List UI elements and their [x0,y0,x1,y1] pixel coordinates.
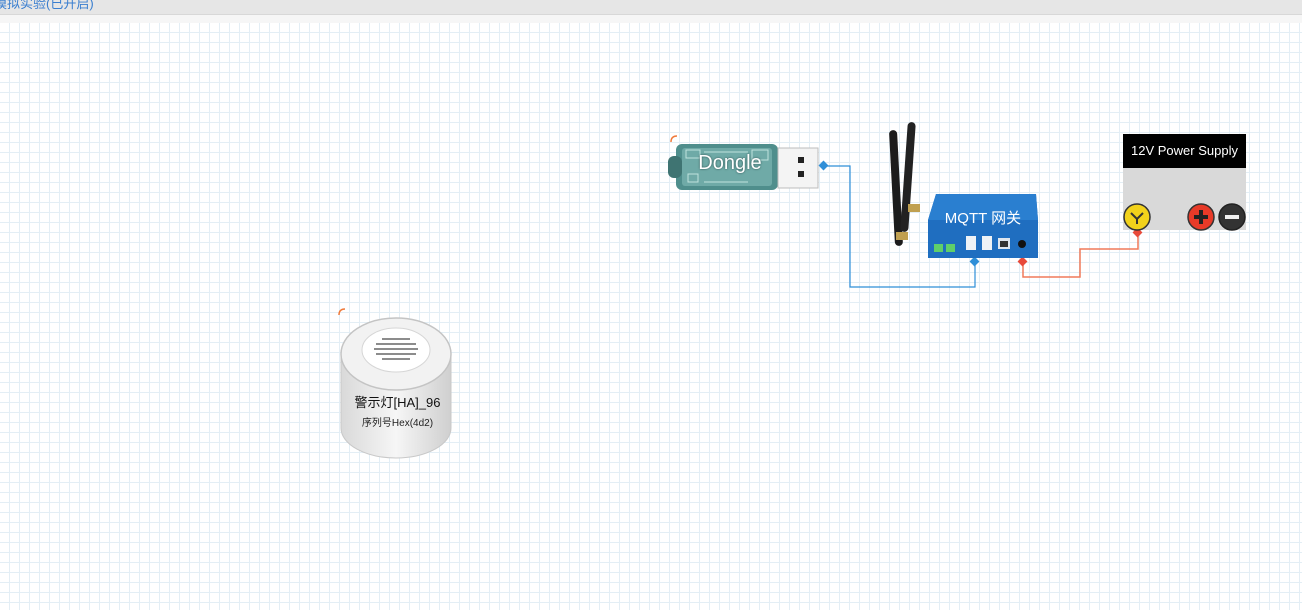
gateway-data-port [969,256,980,267]
gateway-power-port [1017,256,1028,267]
power-supply-title: 12V Power Supply [1123,134,1246,168]
ground-terminal-icon [1123,203,1151,231]
power-wire [1022,233,1139,278]
page-title: 模拟实验(已开启) [0,0,94,11]
power-supply-icon[interactable]: 12V Power Supply [1123,134,1246,231]
usb-dongle-icon[interactable] [668,140,820,194]
dongle-port [818,160,829,171]
dongle-selection-handle[interactable] [670,130,678,143]
sensor-serial: 序列号Hex(4d2) [361,418,434,429]
router-icon[interactable] [886,120,1042,265]
top-bar: 模拟实验(已开启) [0,0,1302,15]
toolbar-strip [0,15,1302,23]
sensor-selection-handle[interactable] [338,303,346,316]
negative-terminal-icon [1218,203,1246,231]
warning-light-icon[interactable] [338,316,454,464]
gateway-label: MQTT 网关 [944,210,1022,227]
dongle-label: Dongle [698,152,762,174]
data-wire [824,165,976,288]
positive-terminal-icon [1187,203,1215,231]
design-canvas[interactable] [0,23,1302,610]
sensor-name: 警示灯[HA]_96 [354,395,441,410]
